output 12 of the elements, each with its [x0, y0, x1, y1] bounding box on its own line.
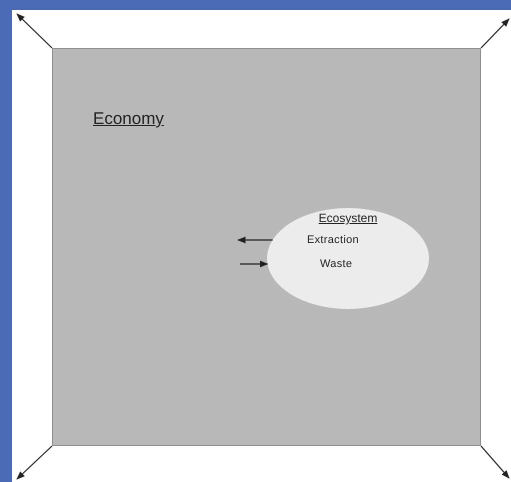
expansion-arrow	[480, 18, 510, 48]
node-title: Ecosystem	[318, 211, 378, 225]
expansion-arrow	[16, 13, 52, 48]
ecosystem-ellipse	[267, 208, 429, 309]
edge-label: Waste	[320, 258, 352, 270]
flow-arrow	[237, 236, 273, 244]
node-title: Economy	[93, 109, 164, 129]
expansion-arrow	[480, 446, 510, 479]
edge-label: Extraction	[307, 234, 359, 246]
flow-arrow	[240, 260, 268, 268]
expansion-arrow	[16, 446, 52, 480]
economy-box	[52, 48, 481, 446]
